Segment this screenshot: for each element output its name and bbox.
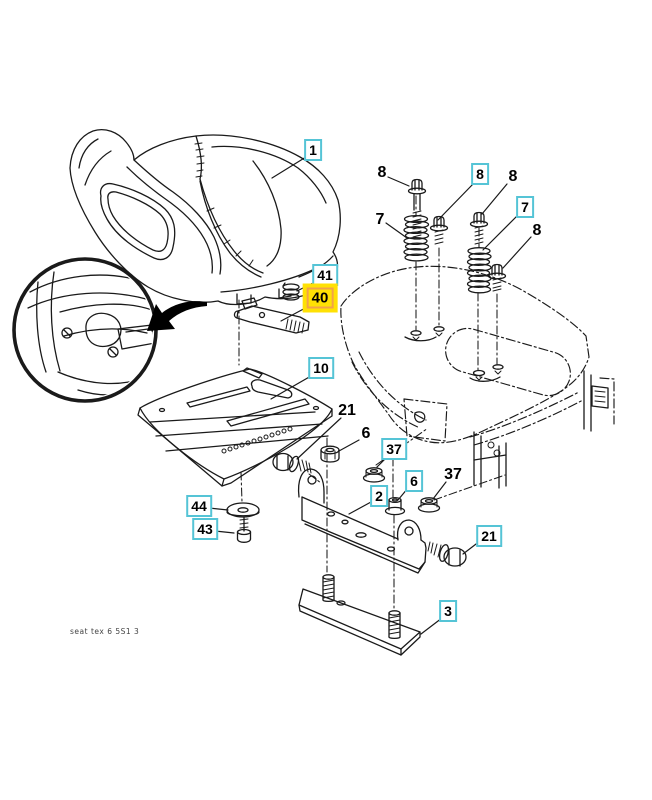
callout-43[interactable]: 43 [192,518,218,540]
callout-37: 37 [444,466,462,483]
flange-nut-37-left [362,467,386,483]
assembly-center-lines [238,195,506,611]
callout-3[interactable]: 3 [439,600,457,622]
bolt-21-left [272,452,312,474]
chassis [340,265,615,446]
callout-7[interactable]: 7 [516,196,534,218]
callout-41[interactable]: 41 [312,264,338,286]
seat-bracket-2 [297,468,427,574]
detail-arrow-icon [147,301,207,331]
callout-6[interactable]: 6 [405,470,423,492]
callout-8: 8 [377,164,387,181]
callout-21[interactable]: 21 [476,525,502,547]
callout-37[interactable]: 37 [381,438,407,460]
bushing-6 [384,496,406,516]
footer-code: seat tex 6 5S1 3 [70,627,140,636]
bolt-8-a [407,178,427,240]
callout-7: 7 [375,211,385,228]
adjuster-plate-3 [298,574,421,656]
flange-nut-37-right [417,497,441,513]
bolt-8-d [487,263,507,292]
seat-pan-10 [137,367,333,487]
callout-2[interactable]: 2 [370,485,388,507]
chassis-lower-bracket [414,411,507,489]
callout-6: 6 [361,425,371,442]
callout-1[interactable]: 1 [304,139,322,161]
chassis-mount-holes [404,326,504,382]
callout-8: 8 [532,222,542,239]
callout-8: 8 [508,168,518,185]
callout-21: 21 [338,402,356,419]
detail-inset-circle [12,257,207,403]
bolt-21-right [427,541,467,567]
leader-lines [208,156,532,635]
callout-40[interactable]: 40 [306,287,334,309]
seat-switch-40 [233,297,310,334]
bolt-8-b [429,215,449,245]
spring-41 [282,282,300,301]
callout-8[interactable]: 8 [471,163,489,185]
callout-44[interactable]: 44 [186,495,212,517]
stud-spring-left [322,574,335,602]
chassis-right-bracket [583,370,609,432]
nut-6 [320,445,340,463]
stud-spring-right [388,610,401,639]
callout-10[interactable]: 10 [308,357,334,379]
bolt-43 [236,516,252,543]
